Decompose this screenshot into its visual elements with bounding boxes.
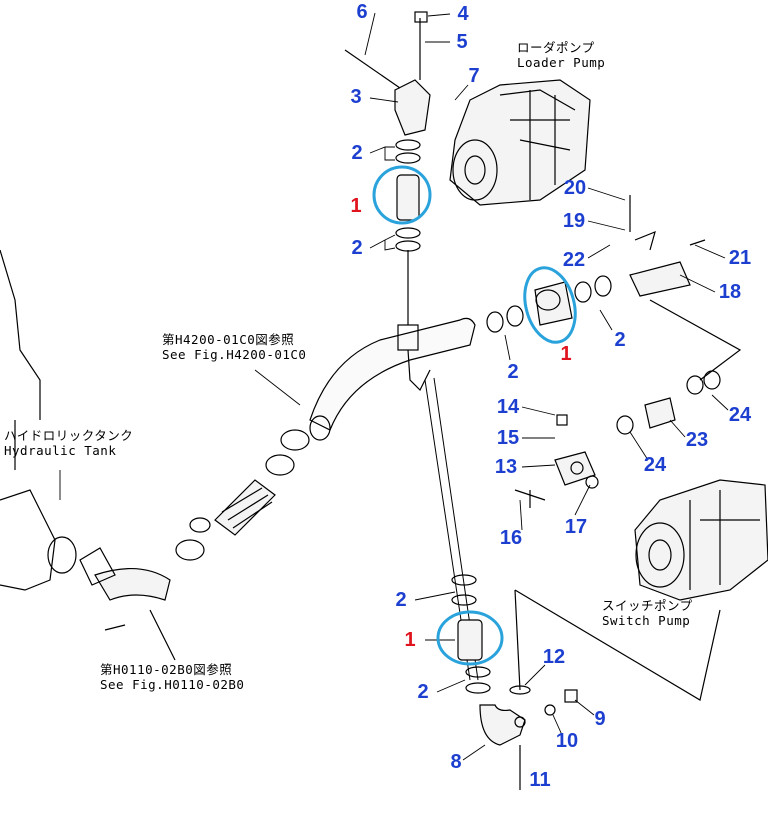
switch-pump-en: Switch Pump [602, 613, 691, 628]
tee-pipe-drawing [309, 317, 479, 681]
upper-hose-drawing [344, 11, 431, 325]
callout-11: 11 [529, 769, 551, 791]
fig-h4200-reference: 第H4200-01C0図参照 See Fig.H4200-01C0 [162, 332, 306, 362]
callout-2: 2 [417, 681, 429, 703]
callout-3: 3 [350, 86, 362, 108]
callout-17: 17 [564, 516, 588, 538]
small-hose-23-drawing [616, 370, 721, 435]
callout-5: 5 [456, 31, 468, 53]
callout-20: 20 [563, 177, 587, 199]
switch-pump-label: スイッチポンプ Switch Pump [602, 598, 693, 628]
hydraulic-tank-label: ハイドロリックタンク Hydraulic Tank [4, 428, 133, 458]
callout-19: 19 [562, 210, 586, 232]
highlight-ring-lower-hose [436, 610, 504, 666]
callout-2: 2 [395, 589, 407, 611]
callout-1-highlight: 1 [350, 195, 362, 217]
callout-9: 9 [594, 708, 606, 730]
bottom-elbow-drawing [451, 574, 721, 790]
callout-7: 7 [468, 65, 480, 87]
loader-pump-drawing [449, 79, 591, 206]
highlight-ring-upper-hose [372, 165, 432, 225]
fig-h4200-jp: 第H4200-01C0図参照 [162, 332, 295, 347]
callout-2: 2 [507, 361, 519, 383]
callout-2: 2 [614, 329, 626, 351]
right-hose-drawing [486, 195, 742, 381]
switch-pump-jp: スイッチポンプ [602, 598, 693, 613]
loader-pump-label: ローダポンプ Loader Pump [517, 40, 605, 70]
fig-h0110-jp: 第H0110-02B0図参照 [100, 662, 233, 677]
switch-pump-drawing [634, 479, 768, 601]
callout-1-highlight: 1 [404, 629, 416, 651]
callout-10: 10 [555, 730, 579, 752]
callout-14: 14 [496, 396, 520, 418]
callout-24: 24 [728, 404, 752, 426]
fig-h4200-en: See Fig.H4200-01C0 [162, 347, 307, 362]
callout-21: 21 [728, 247, 752, 269]
hydraulic-tank-drawing [0, 249, 77, 591]
callout-12: 12 [542, 646, 566, 668]
flange-13-drawing [514, 414, 599, 508]
callout-15: 15 [496, 427, 520, 449]
callout-4: 4 [457, 3, 469, 25]
callout-23: 23 [685, 429, 709, 451]
highlight-ring-right-hose [523, 266, 577, 344]
leader-lines [59, 12, 729, 761]
loader-pump-en: Loader Pump [517, 55, 606, 70]
loader-pump-jp: ローダポンプ [517, 40, 595, 55]
flex-hose-drawing [79, 429, 310, 661]
callout-2: 2 [351, 237, 363, 259]
callout-18: 18 [718, 281, 742, 303]
fig-h0110-reference: 第H0110-02B0図参照 See Fig.H0110-02B0 [100, 662, 244, 692]
callout-1-highlight: 1 [560, 343, 572, 365]
callout-6: 6 [356, 1, 368, 23]
callout-13: 13 [494, 456, 518, 478]
callout-2: 2 [351, 142, 363, 164]
callout-24: 24 [643, 454, 667, 476]
hydraulic-tank-en: Hydraulic Tank [4, 443, 117, 458]
fig-h0110-en: See Fig.H0110-02B0 [100, 677, 245, 692]
callout-22: 22 [562, 249, 586, 271]
highlight-rings [372, 165, 577, 666]
hydraulic-tank-jp: ハイドロリックタンク [4, 428, 134, 443]
callout-8: 8 [450, 751, 462, 773]
callout-16: 16 [499, 527, 523, 549]
